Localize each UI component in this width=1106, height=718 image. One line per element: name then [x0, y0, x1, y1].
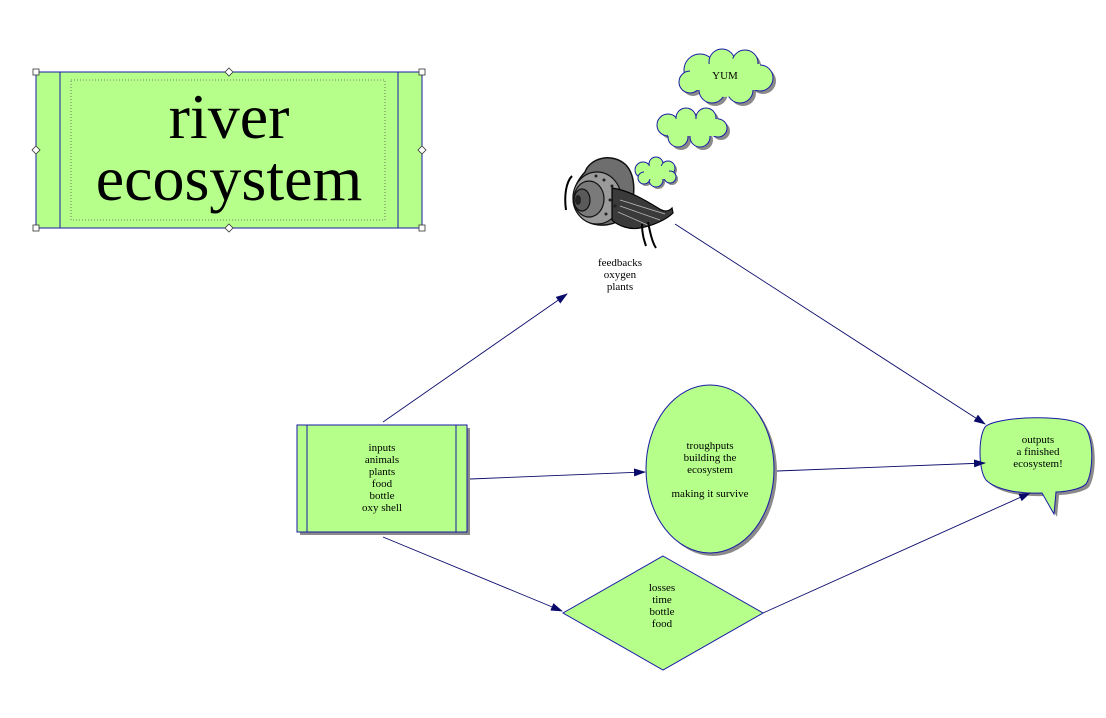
arrow-losses-to-outputs[interactable]	[762, 492, 1031, 614]
title-text-area: river ecosystem	[36, 72, 422, 228]
outputs-bubble[interactable]	[979, 417, 1095, 517]
outputs-line: a finished	[1016, 446, 1060, 458]
feedbacks-label: feedbacks oxygen plants	[580, 257, 660, 293]
throughputs-line: building the	[683, 452, 737, 464]
arrow-inputs-to-feedbacks[interactable]	[382, 293, 568, 423]
inputs-line: bottle	[369, 490, 395, 502]
inputs-line: inputs	[368, 442, 396, 454]
inputs-line: food	[371, 478, 393, 490]
thought-cloud-medium	[656, 107, 730, 150]
inputs-box[interactable]	[296, 424, 470, 535]
arrow-inputs-to-throughputs[interactable]	[469, 468, 646, 480]
losses-line: food	[651, 618, 673, 630]
feedbacks-line: oxygen	[603, 269, 637, 281]
throughputs-line: making it survive	[671, 488, 749, 500]
outputs-label: outputs a finished ecosystem!	[994, 434, 1082, 470]
title-box[interactable]	[31, 67, 427, 233]
losses-line: time	[652, 594, 672, 606]
page-title: river ecosystem	[36, 81, 422, 214]
inputs-line: animals	[364, 454, 400, 466]
losses-line: losses	[648, 582, 676, 594]
throughputs-line: troughputs	[686, 440, 734, 452]
thought-cloud-small	[634, 156, 678, 189]
losses-diamond[interactable]	[561, 555, 765, 671]
feedbacks-line: feedbacks	[598, 257, 642, 269]
arrow-inputs-to-losses[interactable]	[382, 536, 563, 612]
snail-icon	[564, 157, 674, 249]
outputs-line: ecosystem!	[1013, 458, 1063, 470]
arrow-throughputs-to-outputs[interactable]	[776, 459, 986, 472]
inputs-label: inputs animals plants food bottle oxy sh…	[320, 442, 444, 514]
title-line-2: ecosystem	[95, 143, 363, 214]
throughputs-ellipse[interactable]	[645, 384, 777, 556]
throughputs-line	[654, 476, 766, 488]
title-line-1: river	[168, 81, 290, 152]
inputs-line: oxy shell	[361, 502, 403, 514]
losses-label: losses time bottle food	[622, 582, 702, 630]
throughputs-label: troughputs building the ecosystem making…	[654, 440, 766, 500]
arrow-feedbacks-to-outputs[interactable]	[674, 223, 986, 425]
inputs-line: plants	[368, 466, 396, 478]
throughputs-line: ecosystem	[687, 464, 733, 476]
losses-line: bottle	[649, 606, 675, 618]
thought-cloud-large	[678, 48, 776, 106]
outputs-line: outputs	[1021, 434, 1055, 446]
cloud-label: YUM	[712, 70, 738, 82]
feedbacks-line: plants	[606, 281, 634, 293]
selection-handles[interactable]	[31, 67, 427, 233]
connectors	[382, 223, 1031, 614]
